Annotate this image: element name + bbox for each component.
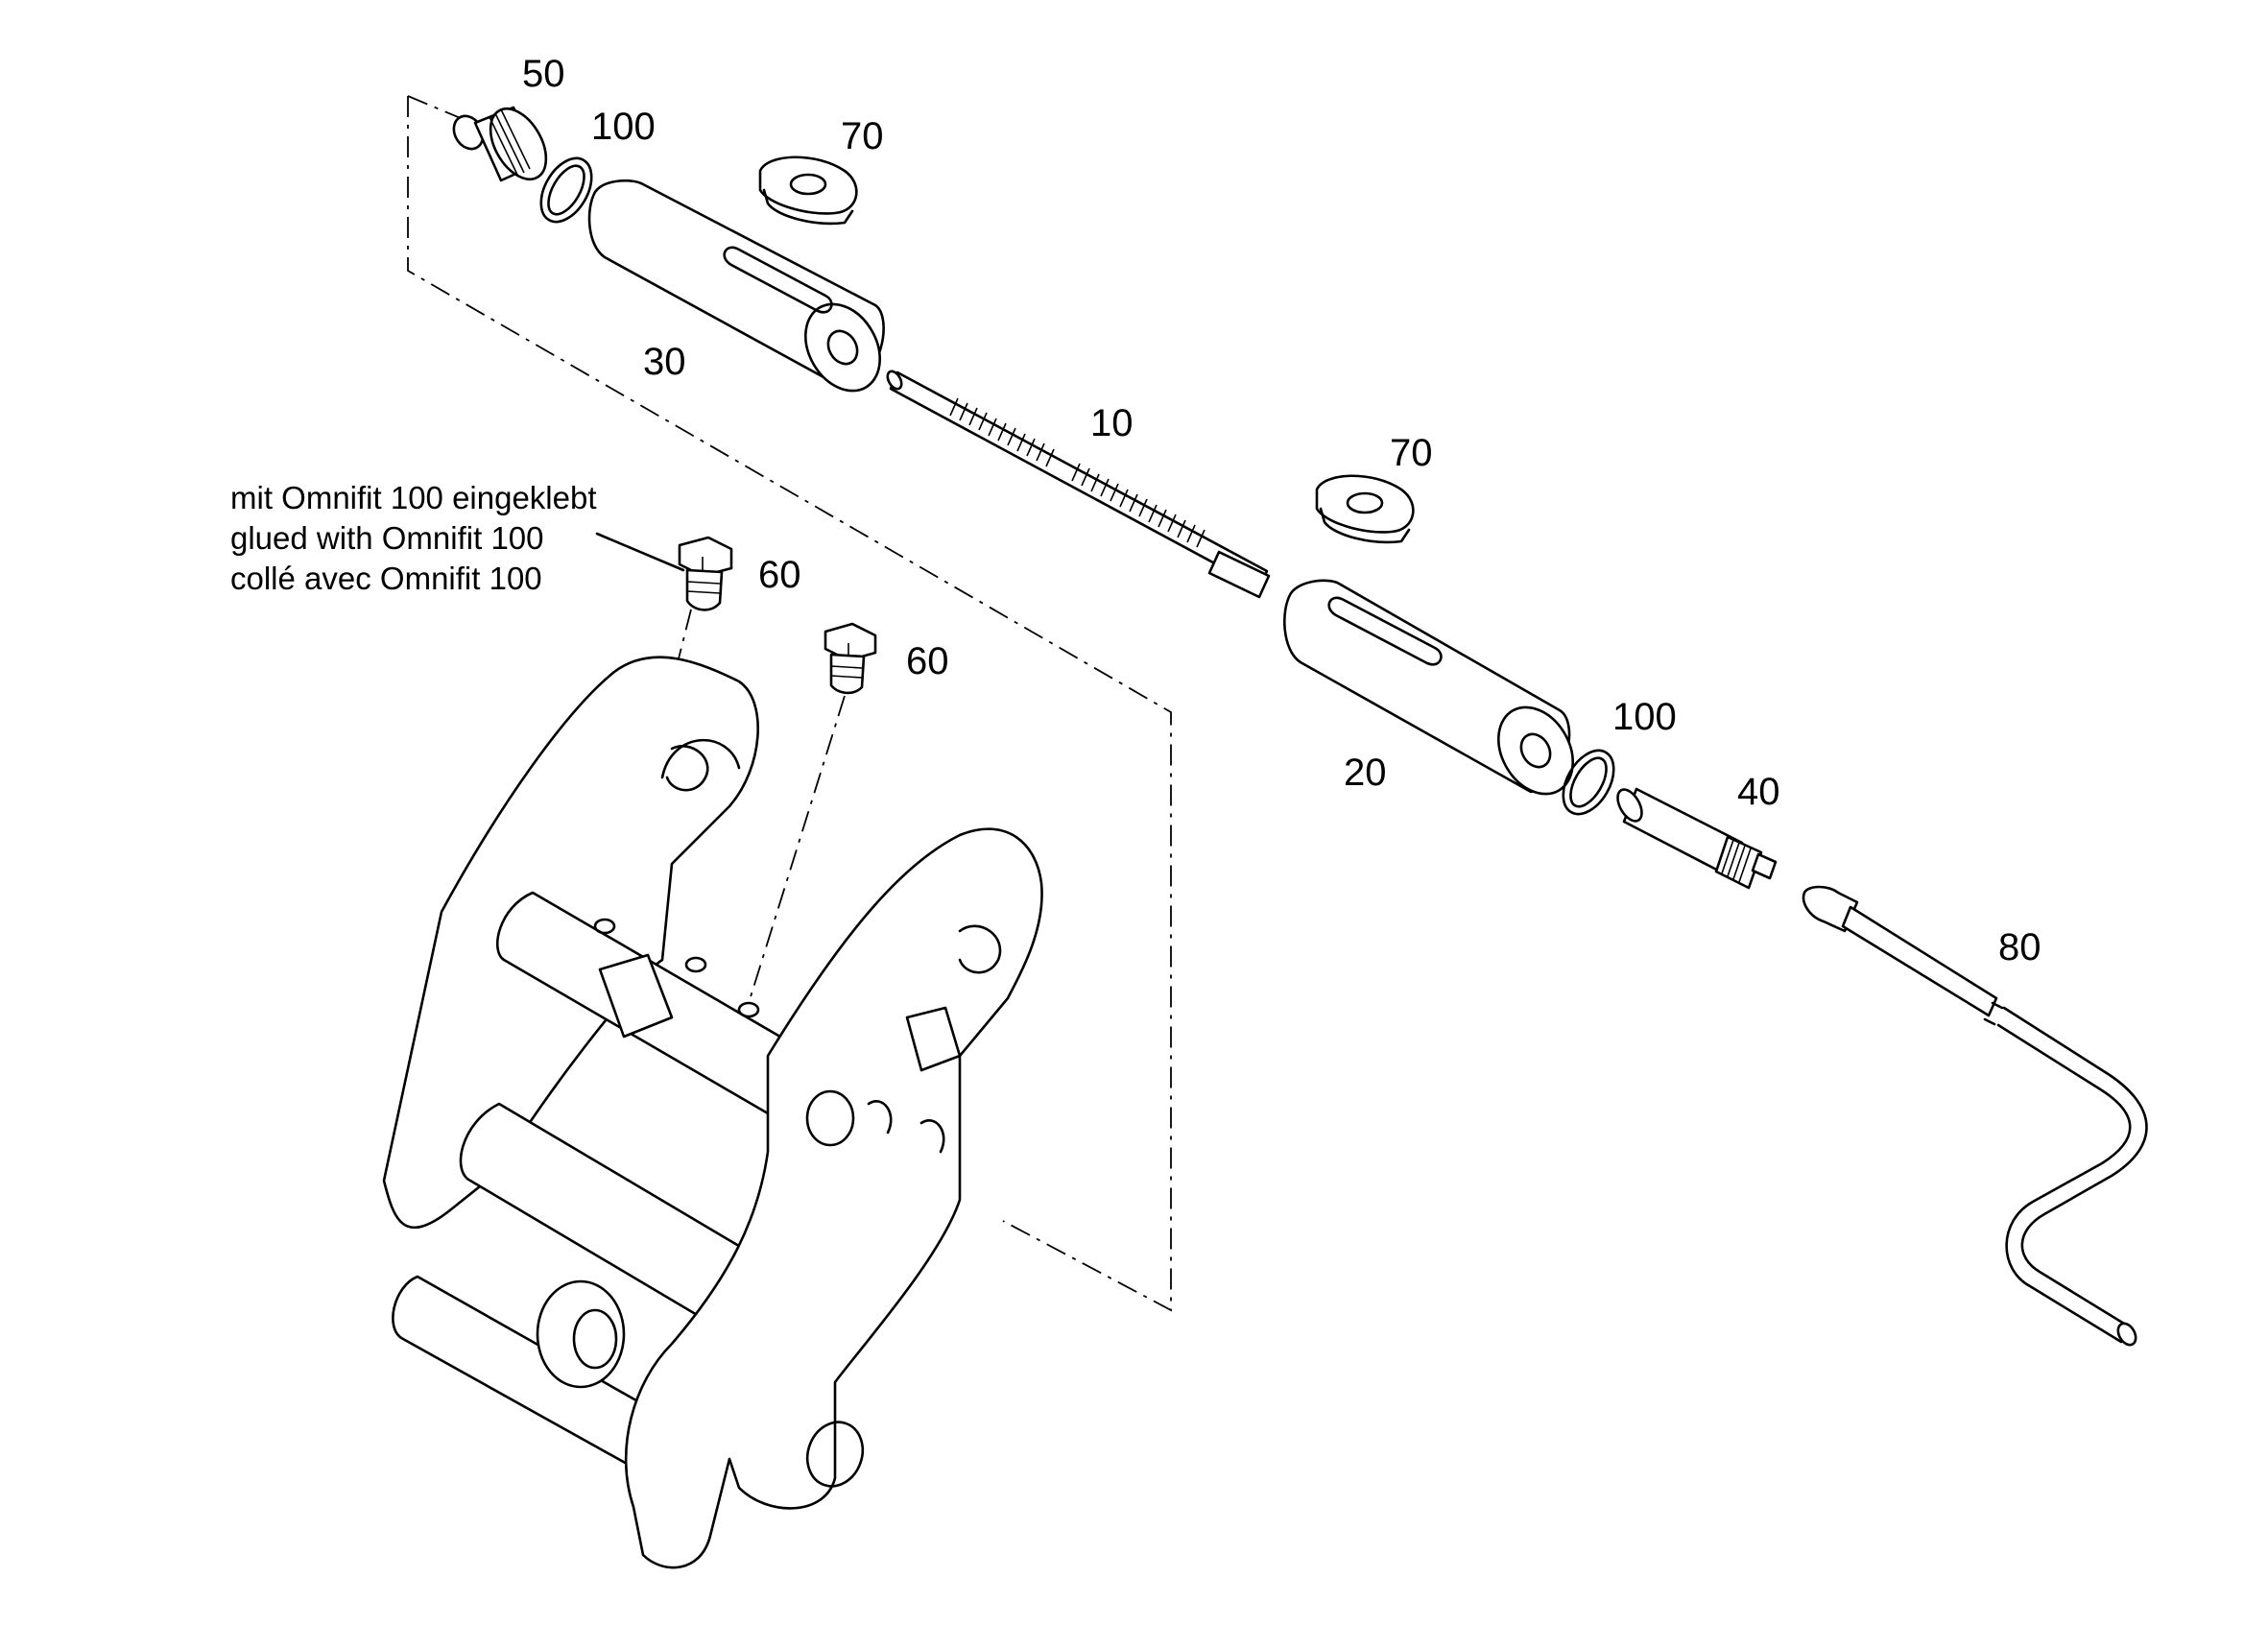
spindle-thread-right <box>1071 463 1206 548</box>
part-60-bolt-right <box>824 622 877 695</box>
callout-10: 10 <box>1090 402 1134 444</box>
part-60-bolt-left <box>678 536 733 611</box>
quick-coupler-body <box>382 656 1043 1569</box>
part-100-o-ring-top <box>539 156 593 224</box>
callout-30: 30 <box>643 341 686 383</box>
part-10-threaded-spindle <box>886 370 1271 599</box>
callout-40: 40 <box>1737 771 1780 813</box>
part-70-spacer-top <box>758 155 858 226</box>
callout-70-middle: 70 <box>1390 432 1433 474</box>
note-line-french: collé avec Omnifit 100 <box>230 561 542 596</box>
part-70-spacer-middle <box>1315 474 1415 544</box>
part-20-slotted-sleeve <box>1282 579 1574 796</box>
callout-80: 80 <box>1998 926 2041 968</box>
note-line-german: mit Omnifit 100 eingeklebt <box>230 480 597 515</box>
callout-60-a: 60 <box>758 554 801 596</box>
part-40-threaded-pin <box>1616 787 1778 890</box>
part-80-crank-handle <box>1802 885 2148 1347</box>
part-30-slotted-sleeve <box>587 179 885 393</box>
part-100-o-ring-middle <box>1562 749 1615 816</box>
callout-20: 20 <box>1344 752 1387 794</box>
callout-60-b: 60 <box>906 640 949 682</box>
callout-50: 50 <box>522 53 565 95</box>
note-line-english: glued with Omnifit 100 <box>230 520 544 556</box>
note-leader-line <box>595 532 685 572</box>
callout-100-middle: 100 <box>1612 696 1677 738</box>
part-50-threaded-plug <box>452 106 548 182</box>
spindle-thread-left <box>949 397 1055 467</box>
callout-100-top: 100 <box>591 106 656 148</box>
callout-70-top: 70 <box>841 115 884 157</box>
